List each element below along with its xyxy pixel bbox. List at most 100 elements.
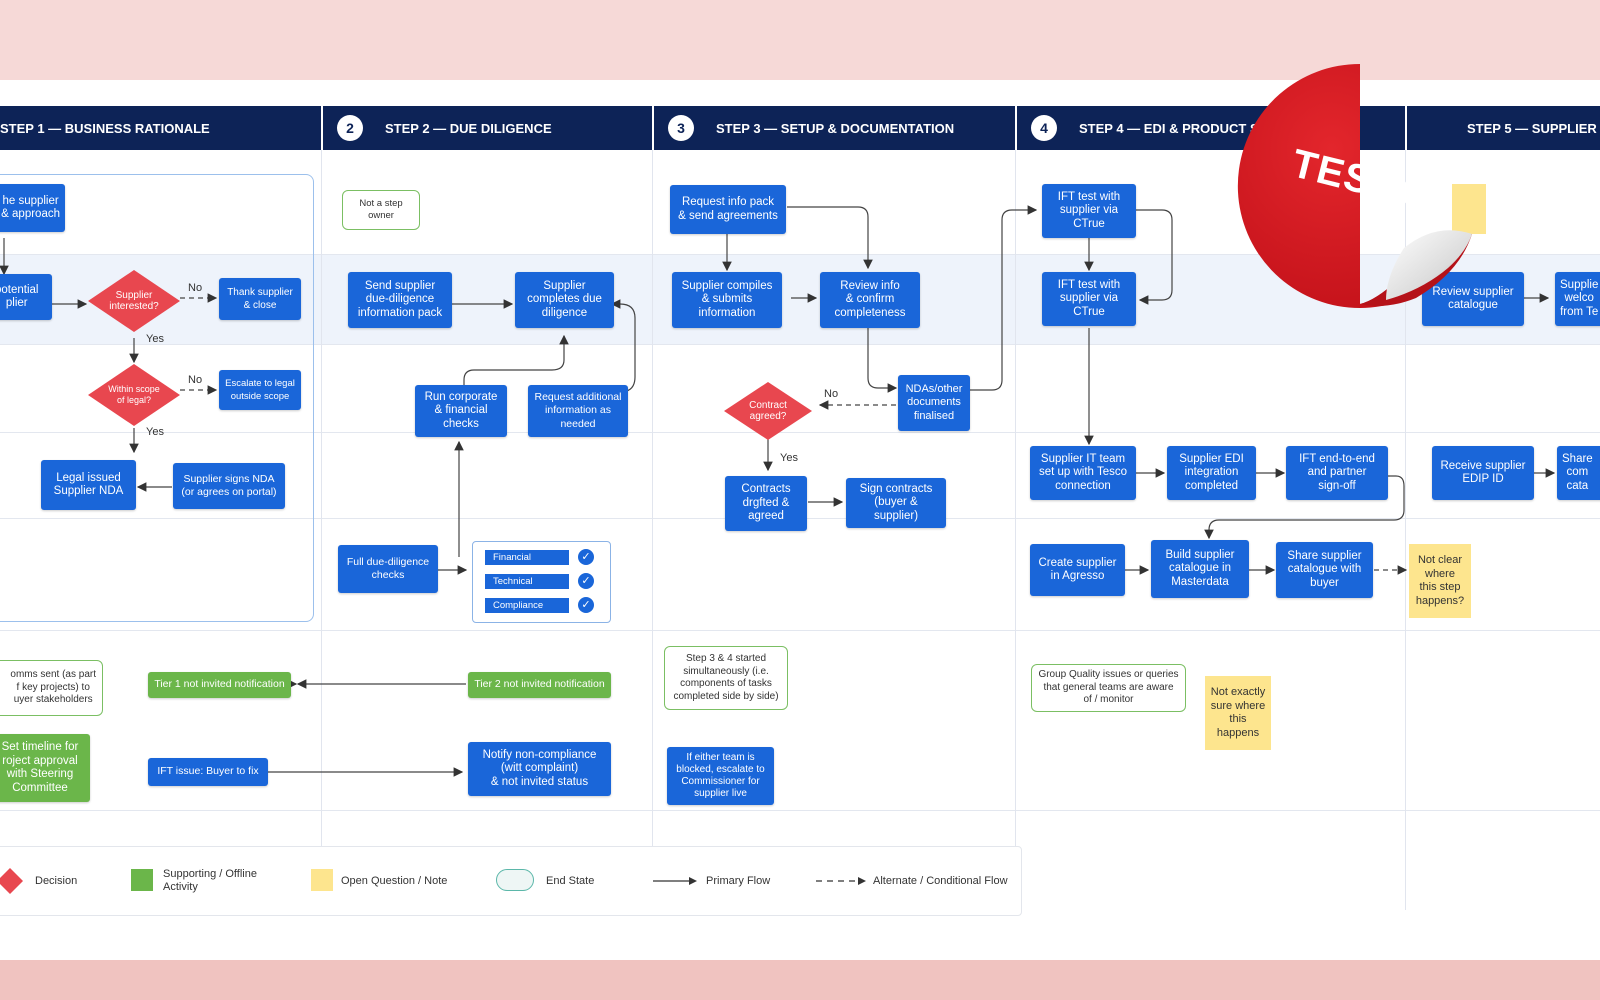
bubble-group-quality: Group Quality issues or queries that gen… (1031, 664, 1186, 712)
box-supplier-signs-nda[interactable]: Supplier signs NDA (or agrees on portal) (173, 463, 285, 509)
check-icon: ✓ (578, 597, 594, 613)
lane-divider (0, 344, 1600, 345)
flow-arrow (1204, 475, 1405, 540)
check-icon: ✓ (578, 573, 594, 589)
legend-open-question: Open Question / Note (341, 875, 448, 887)
legend-end-state: End State (546, 875, 595, 887)
legend-end-state-icon (496, 869, 534, 891)
step-5-title: STEP 5 — SUPPLIER (1467, 120, 1597, 136)
legend-primary-arrow-icon (653, 877, 697, 885)
column-divider (1015, 150, 1016, 910)
step-4-number: 4 (1031, 115, 1057, 141)
column-divider (1405, 150, 1406, 910)
box-supplier-approach[interactable]: he supplier & approach (0, 184, 65, 232)
box-ndas-finalised[interactable]: NDAs/other documents finalised (898, 375, 970, 431)
step-4-title: STEP 4 — EDI & PRODUCT S (1079, 120, 1259, 136)
flow-arrow (969, 205, 1038, 391)
label-no: No (188, 374, 203, 386)
decision-contract-agreed[interactable]: Contract agreed? (724, 382, 812, 440)
box-ift-issue[interactable]: IFT issue: Buyer to fix (148, 758, 268, 786)
box-share-com[interactable]: Share com cata (1557, 446, 1600, 500)
label-no: No (824, 388, 839, 400)
check-panel: Financial ✓ Technical ✓ Compliance ✓ (472, 541, 611, 623)
step-3-number: 3 (668, 115, 694, 141)
box-tier2-notification[interactable]: Tier 2 not invited notification (468, 672, 611, 698)
check-compliance: Compliance (485, 598, 569, 613)
box-request-info[interactable]: Request additional information as needed (528, 385, 628, 437)
legend-alternate-arrow-icon (816, 877, 866, 885)
label-yes: Yes (146, 426, 164, 438)
flow-arrow (787, 206, 873, 270)
box-thank-supplier[interactable]: Thank supplier & close (219, 278, 301, 320)
box-set-timeline[interactable]: Set timeline for roject approval with St… (0, 734, 90, 802)
box-escalate-legal[interactable]: Escalate to legal outside scope (219, 370, 301, 410)
box-supplier-compiles[interactable]: Supplier compiles & submits information (672, 272, 782, 328)
box-build-catalogue[interactable]: Build supplier catalogue in Masterdata (1151, 540, 1249, 598)
label-yes: Yes (146, 333, 164, 345)
box-create-agresso[interactable]: Create supplier in Agresso (1030, 544, 1125, 596)
legend-alternate-flow: Alternate / Conditional Flow (873, 875, 1008, 887)
box-receive-edip[interactable]: Receive supplier EDIP ID (1432, 446, 1534, 500)
bubble-simultaneous: Step 3 & 4 started simultaneously (i.e. … (664, 646, 788, 710)
step-2-number: 2 (337, 115, 363, 141)
tesco-sticker-icon (1237, 63, 1472, 308)
flow-arrow (463, 334, 569, 386)
legend-primary-flow: Primary Flow (706, 875, 771, 887)
box-sign-contracts[interactable]: Sign contracts (buyer & supplier) (846, 478, 946, 528)
note-not-exactly: Not exactly sure where this happens (1205, 676, 1271, 750)
box-legal-nda[interactable]: Legal issued Supplier NDA (41, 460, 136, 510)
box-tier1-notification[interactable]: Tier 1 not invited notification (148, 672, 291, 698)
step-3-title: STEP 3 — SETUP & DOCUMENTATION (716, 120, 955, 136)
note-partial (1452, 184, 1486, 234)
top-band (0, 0, 1600, 80)
label-no: No (188, 282, 203, 294)
legend-supporting-icon (131, 869, 153, 891)
decision-label: Supplier interested? (109, 289, 159, 313)
decision-label: Within scope of legal? (108, 383, 160, 406)
box-ift-test-2[interactable]: IFT test with supplier via CTrue (1042, 272, 1136, 326)
lane-divider (0, 630, 1600, 631)
flow-connectors (0, 205, 1556, 777)
step-1-title: STEP 1 — BUSINESS RATIONALE (0, 120, 210, 136)
step-1-header: STEP 1 — BUSINESS RATIONALE (0, 106, 321, 150)
step-1-frame (0, 174, 314, 622)
step-2-title: STEP 2 — DUE DILIGENCE (385, 120, 552, 136)
box-potential-supplier[interactable]: potential plier (0, 274, 52, 320)
box-contracts-drafted[interactable]: Contracts drgfted & agreed (725, 476, 807, 531)
lane-divider (0, 432, 1600, 433)
box-notify-noncompliance[interactable]: Notify non-compliance (witt complaint) &… (468, 742, 611, 796)
box-full-checks[interactable]: Full due-diligence checks (338, 545, 438, 593)
flow-arrow (867, 328, 898, 393)
bubble-not-step-owner: Not a step owner (342, 190, 420, 230)
legend-decision: Decision (35, 875, 78, 887)
check-financial: Financial (485, 550, 569, 565)
decision-supplier-interested[interactable]: Supplier interested? (88, 270, 180, 332)
box-review-info[interactable]: Review info & confirm completeness (820, 272, 920, 328)
flow-arrow (1136, 209, 1173, 305)
bubble-comms-sent: omms sent (as part f key projects) to uy… (0, 660, 103, 716)
label-yes: Yes (780, 452, 798, 464)
lane-divider (0, 810, 1600, 811)
decision-label: Contract agreed? (749, 399, 787, 423)
column-divider (321, 150, 322, 910)
decision-within-scope[interactable]: Within scope of legal? (88, 364, 180, 426)
box-request-pack[interactable]: Request info pack & send agreements (670, 185, 786, 234)
step-2-header: 2 STEP 2 — DUE DILIGENCE (323, 106, 652, 150)
lane-divider (0, 254, 1600, 255)
box-supplier-completes[interactable]: Supplier completes due diligence (515, 272, 614, 328)
box-escalate-commissioner[interactable]: If either team is blocked, escalate to C… (667, 747, 774, 805)
box-run-checks[interactable]: Run corporate & financial checks (415, 385, 507, 437)
box-share-catalogue[interactable]: Share supplier catalogue with buyer (1276, 542, 1373, 598)
box-supplier-welcome[interactable]: Supplie welco from Te (1555, 272, 1600, 326)
box-it-team[interactable]: Supplier IT team set up with Tesco conne… (1030, 446, 1136, 500)
box-send-pack[interactable]: Send supplier due-diligence information … (348, 272, 452, 328)
step-3-header: 3 STEP 3 — SETUP & DOCUMENTATION (654, 106, 1015, 150)
step-5-header: STEP 5 — SUPPLIER (1407, 106, 1600, 150)
legend-supporting: Supporting / Offline Activity (163, 868, 257, 893)
check-technical: Technical (485, 574, 569, 589)
box-ift-end[interactable]: IFT end-to-end and partner sign-off (1286, 446, 1388, 500)
legend-note-icon (311, 869, 333, 891)
box-edi-integration[interactable]: Supplier EDI integration completed (1167, 446, 1256, 500)
box-ift-test-1[interactable]: IFT test with supplier via CTrue (1042, 184, 1136, 238)
check-icon: ✓ (578, 549, 594, 565)
